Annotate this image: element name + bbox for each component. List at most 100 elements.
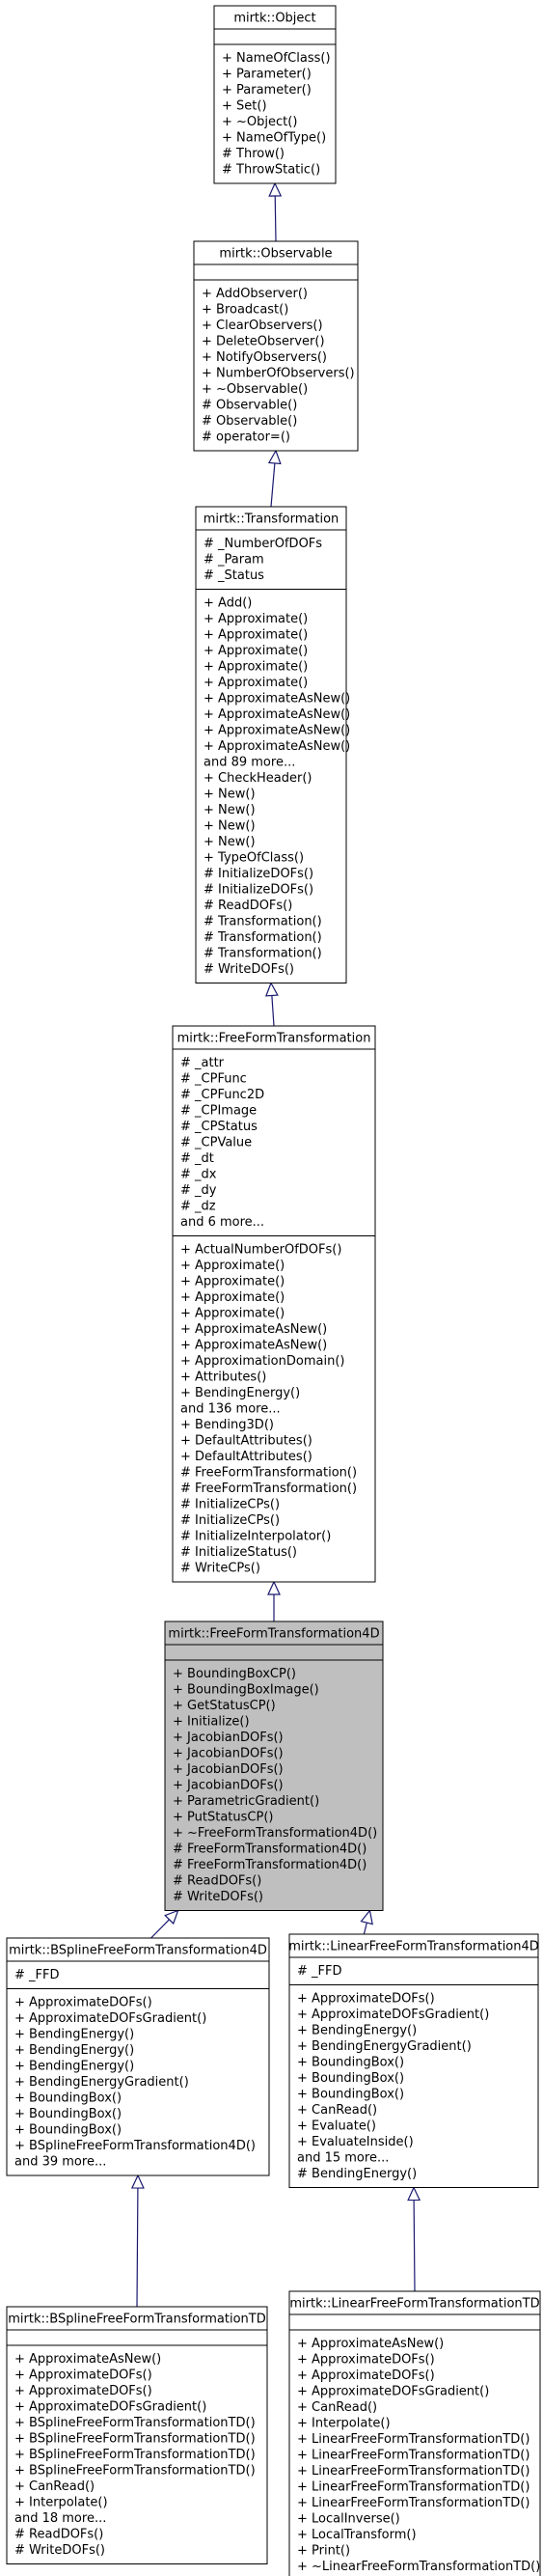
attribute-item: # _dt — [180, 1151, 214, 1166]
class-attributes-compartment — [288, 1956, 539, 1985]
attribute-item: # _attr — [180, 1056, 225, 1070]
method-item: # Transformation() — [204, 915, 322, 929]
class-name: mirtk::FreeFormTransformation — [177, 1032, 371, 1046]
class-name: mirtk::Observable — [219, 247, 332, 262]
class-methods-compartment — [193, 279, 359, 452]
method-item: + BoundingBox() — [297, 2088, 404, 2102]
method-item: # WriteDOFs() — [14, 2543, 105, 2558]
method-item: + ApproximationDomain() — [180, 1354, 344, 1369]
method-item: + New() — [204, 835, 256, 849]
method-item: + ~Object() — [222, 115, 297, 129]
method-item: + PutStatusCP() — [173, 1811, 273, 1825]
method-item: + JacobianDOFs() — [173, 1747, 284, 1761]
method-item: # InitializeDOFs() — [204, 883, 313, 898]
class-box-mirtk-object[interactable]: mirtk::Object+ NameOfClass()+ Parameter(… — [213, 5, 337, 184]
class-box-mirtk-observable[interactable]: mirtk::Observable+ AddObserver()+ Broadc… — [193, 240, 359, 452]
method-item: + ApproximateDOFs() — [14, 2384, 152, 2398]
inheritance-edge-linffd4d-to-ffd4d — [360, 1909, 373, 1935]
method-item: # ThrowStatic() — [222, 163, 320, 178]
class-name: mirtk::BSplineFreeFormTransformationTD — [8, 2313, 265, 2327]
inheritance-arrowhead — [268, 181, 283, 197]
method-item: # Observable() — [202, 399, 297, 413]
method-item: + Interpolate() — [297, 2417, 391, 2431]
method-item: + JacobianDOFs() — [173, 1731, 284, 1745]
class-box-mirtk-freeformtransformation4d[interactable]: mirtk::FreeFormTransformation4D+ Boundin… — [164, 1620, 384, 1911]
class-name: mirtk::Object — [233, 12, 315, 26]
attribute-item: # _dy — [180, 1183, 217, 1198]
class-boxes: mirtk::Object+ NameOfClass()+ Parameter(… — [6, 5, 541, 2576]
method-item: + ApproximateDOFsGradient() — [297, 2385, 489, 2399]
method-item: # InitializeDOFs() — [204, 867, 313, 881]
class-methods-compartment — [195, 589, 347, 983]
method-item: + ApproximateDOFsGradient() — [297, 2008, 489, 2022]
class-methods-compartment — [288, 2329, 541, 2576]
method-item: # WriteCPs() — [180, 1562, 260, 1576]
method-item: # Throw() — [222, 147, 285, 161]
method-item: + ApproximateAsNew() — [204, 739, 350, 754]
method-item: + Approximate() — [204, 612, 308, 626]
method-item: + BSplineFreeFormTransformationTD() — [14, 2432, 256, 2447]
method-item: + BendingEnergyGradient() — [14, 2075, 189, 2090]
class-box-mirtk-linearfreeformtransformationtd[interactable]: mirtk::LinearFreeFormTransformationTD+ A… — [288, 2290, 541, 2576]
method-item: # BendingEnergy() — [297, 2167, 417, 2181]
attribute-item: # _FFD — [297, 1964, 342, 1979]
method-item: + BSplineFreeFormTransformation4D() — [14, 2139, 256, 2153]
class-box-mirtk-bsplinefreeformtransformation4d[interactable]: mirtk::BSplineFreeFormTransformation4D# … — [6, 1937, 270, 2176]
method-item: + ApproximateDOFsGradient() — [14, 2011, 206, 2026]
method-item: + ParametricGradient() — [173, 1794, 319, 1809]
method-item: + BoundingBox() — [297, 2056, 404, 2070]
class-box-mirtk-linearfreeformtransformation4d[interactable]: mirtk::LinearFreeFormTransformation4D# _… — [288, 1933, 539, 2188]
class-attributes-compartment — [6, 1960, 270, 1989]
class-box-mirtk-bsplinefreeformtransformationtd[interactable]: mirtk::BSplineFreeFormTransformationTD+ … — [6, 2306, 268, 2564]
method-item: + LocalInverse() — [297, 2512, 400, 2527]
class-name: mirtk::LinearFreeFormTransformation4D — [288, 1940, 539, 1954]
method-item: and 18 more... — [14, 2511, 106, 2526]
method-item: + LinearFreeFormTransformationTD() — [297, 2464, 529, 2479]
method-item: and 136 more... — [180, 1402, 281, 1417]
method-item: + TypeOfClass() — [204, 851, 304, 866]
class-box-mirtk-freeformtransformation[interactable]: mirtk::FreeFormTransformation# _attr# _C… — [172, 1025, 376, 1583]
class-name: mirtk::FreeFormTransformation4D — [168, 1627, 379, 1642]
method-item: + ApproximateDOFs() — [297, 1992, 435, 2007]
method-item: + ApproximateDOFs() — [14, 1996, 152, 2010]
method-item: # ReadDOFs() — [173, 1874, 261, 1889]
class-attributes-compartment — [6, 2329, 268, 2346]
method-item: + DeleteObserver() — [202, 335, 325, 349]
class-title-compartment — [213, 5, 337, 30]
method-item: + Approximate() — [204, 660, 308, 675]
method-item: + Set() — [222, 99, 267, 114]
class-methods-compartment — [172, 1235, 376, 1583]
attribute-item: # _Status — [204, 568, 264, 583]
method-item: + BoundingBox() — [14, 2123, 122, 2138]
class-methods-compartment — [213, 43, 337, 184]
class-title-compartment — [288, 2290, 541, 2315]
method-item: + Parameter() — [222, 83, 312, 97]
method-item: + JacobianDOFs() — [173, 1762, 284, 1777]
method-item: + BoundingBox() — [14, 2091, 122, 2106]
method-item: + LinearFreeFormTransformationTD() — [297, 2480, 529, 2495]
method-item: + EvaluateInside() — [297, 2135, 414, 2149]
class-methods-compartment — [6, 1988, 270, 2176]
class-title-compartment — [288, 1933, 539, 1958]
class-title-compartment — [193, 240, 359, 265]
method-item: + ApproximateAsNew() — [204, 692, 350, 706]
method-item: # operator=() — [202, 430, 290, 445]
class-box-mirtk-transformation[interactable]: mirtk::Transformation# _NumberOfDOFs# _P… — [195, 506, 350, 983]
method-item: + New() — [204, 803, 256, 817]
method-item: + BendingEnergy() — [297, 2024, 417, 2038]
method-item: + ApproximateAsNew() — [204, 724, 350, 738]
method-item: + Interpolate() — [14, 2496, 108, 2510]
method-item: # FreeFormTransformation4D() — [173, 1842, 367, 1857]
method-item: + DefaultAttributes() — [180, 1434, 312, 1449]
method-item: + Approximate() — [204, 676, 308, 690]
class-name: mirtk::LinearFreeFormTransformationTD — [289, 2297, 539, 2312]
inheritance-arrowhead — [407, 2186, 421, 2202]
method-item: + Print() — [297, 2544, 350, 2559]
method-item: + ApproximateAsNew() — [204, 707, 350, 722]
method-item: + ApproximateDOFs() — [297, 2368, 435, 2383]
method-item: + BoundingBox() — [297, 2071, 404, 2086]
method-item: + Approximate() — [204, 644, 308, 658]
method-item: # ReadDOFs() — [14, 2528, 103, 2542]
method-item: # InitializeInterpolator() — [180, 1530, 331, 1544]
method-item: + ApproximateAsNew() — [180, 1322, 327, 1337]
